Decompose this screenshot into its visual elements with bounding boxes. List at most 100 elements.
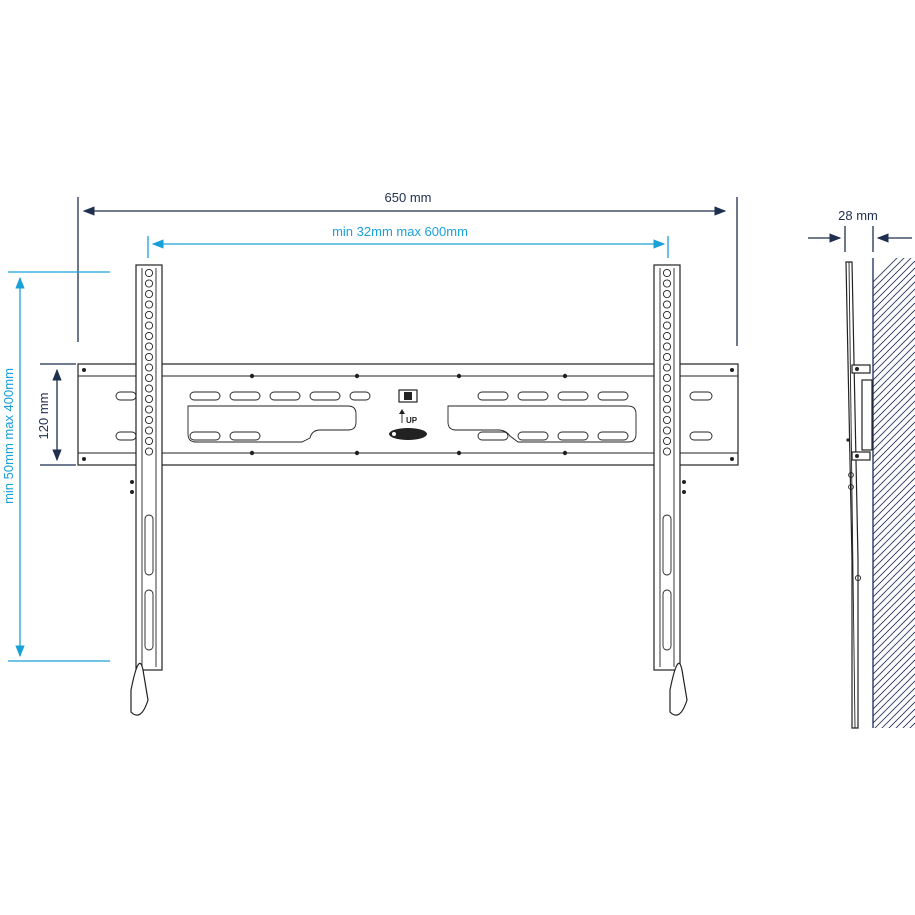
- left-arm: [130, 264, 163, 716]
- arm-spacing-label: min 32mm max 600mm: [332, 224, 468, 239]
- arm-hole: [662, 384, 672, 393]
- left-arm-safety-pull: [130, 662, 149, 716]
- arm-hole: [662, 373, 672, 383]
- hatch-line: [873, 463, 915, 507]
- hatch-line: [873, 519, 915, 563]
- hatch-line: [873, 337, 915, 381]
- arm-hole: [144, 300, 154, 309]
- hatch-line: [873, 751, 915, 793]
- hatch-line: [873, 484, 915, 528]
- hatch-line: [873, 351, 915, 395]
- hatch-line: [873, 288, 915, 332]
- arm-hole: [144, 373, 154, 383]
- hatch-line: [873, 582, 915, 626]
- hatch-line: [873, 617, 915, 661]
- depth-label: 28 mm: [838, 208, 878, 223]
- overall-width-label: 650 mm: [385, 190, 432, 205]
- hatch-line: [873, 666, 915, 710]
- hatch-line: [873, 372, 915, 416]
- hatch-line: [873, 365, 915, 409]
- hatch-line: [881, 694, 915, 728]
- right-arm-body: [653, 264, 681, 671]
- hatch-line: [873, 274, 915, 318]
- hatch-line: [873, 260, 915, 304]
- hatch-line: [873, 575, 915, 619]
- arm-hole: [662, 300, 672, 309]
- arm-hole: [662, 268, 672, 278]
- hatch-line: [873, 589, 915, 633]
- depth-dimension: 28 mm: [808, 208, 912, 252]
- up-label: UP: [406, 416, 418, 425]
- level-indicator: [398, 389, 418, 403]
- upper-slot-row: [115, 391, 713, 401]
- hatch-line: [873, 435, 915, 479]
- hatch-line: [873, 358, 915, 402]
- hatch-line: [888, 701, 915, 728]
- hatch-line: [873, 624, 915, 668]
- hatch-line: [873, 386, 915, 430]
- hatch-line: [873, 330, 915, 374]
- hatch-line: [873, 652, 915, 696]
- arm-hole: [662, 394, 672, 404]
- hatch-line: [873, 258, 912, 297]
- hatch-line: [873, 316, 915, 360]
- hatch-line: [873, 379, 915, 423]
- cutout-left: [187, 405, 357, 443]
- arm-hole: [144, 268, 154, 278]
- hatch-line: [873, 414, 915, 458]
- hatch-line: [873, 603, 915, 647]
- hatch-line: [873, 295, 915, 339]
- arm-height-label: min 50mm max 400mm: [1, 368, 16, 504]
- arm-hole: [144, 415, 154, 425]
- arm-hole: [144, 426, 154, 435]
- hatch-line: [873, 505, 915, 549]
- arm-hole: [662, 415, 672, 425]
- hatch-line: [873, 421, 915, 465]
- arm-hole: [144, 342, 154, 351]
- arm-hole: [662, 426, 672, 435]
- arm-hole: [662, 363, 672, 372]
- hatch-line: [873, 680, 915, 724]
- hatch-line: [874, 687, 915, 728]
- hatch-line: [873, 610, 915, 654]
- arm-hole: [144, 352, 154, 362]
- side-bracket: [846, 364, 873, 582]
- hatch-line: [873, 393, 915, 437]
- hatch-line: [873, 449, 915, 493]
- hatch-line: [873, 596, 915, 640]
- hatch-line: [873, 344, 915, 388]
- hatch-line: [873, 758, 915, 800]
- hatch-line: [873, 400, 915, 444]
- hatch-line: [873, 540, 915, 584]
- hatch-line: [873, 547, 915, 591]
- arm-hole: [144, 405, 154, 414]
- arm-hole: [662, 352, 672, 362]
- arm-hole: [144, 289, 154, 299]
- hatch-line: [873, 645, 915, 689]
- hatch-line: [873, 533, 915, 577]
- hatch-line: [873, 638, 915, 682]
- right-arm-holes: [662, 268, 672, 456]
- hatch-line: [873, 258, 898, 283]
- hatch-line: [873, 568, 915, 612]
- hatch-line: [873, 730, 915, 772]
- hatch-line: [873, 659, 915, 703]
- hatch-line: [873, 323, 915, 367]
- side-view: [845, 258, 915, 800]
- arm-hole: [144, 447, 154, 456]
- arm-hole: [144, 384, 154, 393]
- hatch-line: [873, 554, 915, 598]
- wall-plate: UP: [77, 363, 739, 466]
- hatch-line: [873, 561, 915, 605]
- hatch-line: [873, 281, 915, 325]
- arm-hole: [144, 321, 154, 330]
- overall-width-dimension: 650 mm: [77, 190, 738, 346]
- lower-slot-row: [115, 431, 713, 441]
- arm-hole: [662, 447, 672, 456]
- arm-hole: [662, 310, 672, 320]
- right-arm: [653, 264, 688, 716]
- arm-hole: [144, 279, 154, 288]
- arm-hole: [662, 405, 672, 414]
- arm-hole: [144, 394, 154, 404]
- hatch-line: [873, 258, 905, 290]
